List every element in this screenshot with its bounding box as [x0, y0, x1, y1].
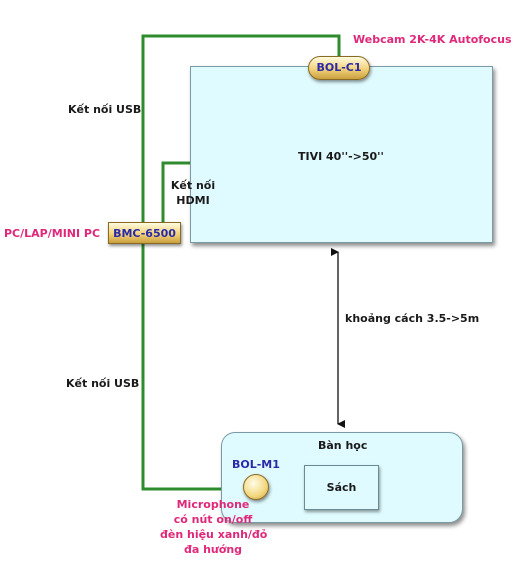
microphone-icon	[243, 474, 269, 500]
microphone-line3: đèn hiệu xanh/đỏ	[160, 528, 268, 541]
usb-wire-webcam	[141, 34, 341, 222]
usb-label-top: Kết nối USB	[68, 103, 142, 116]
usb-wire-microphone	[141, 244, 243, 491]
microphone-model: BOL-M1	[232, 458, 280, 471]
hdmi-label-line1: Kết nối	[170, 179, 216, 192]
usb-label-bottom: Kết nối USB	[66, 377, 140, 390]
hdmi-label-line2: HDMI	[176, 194, 210, 207]
pc-label: PC/LAP/MINI PC	[4, 227, 101, 240]
hdmi-wire	[161, 161, 190, 222]
webcam-model: BOL-C1	[316, 61, 362, 74]
book	[304, 465, 379, 510]
webcam-badge	[308, 56, 370, 80]
book-label: Sách	[326, 481, 357, 494]
microphone-line4: đa hướng	[183, 543, 243, 556]
pc-badge	[108, 222, 181, 244]
tv-label: TIVI 40''->50''	[298, 150, 384, 163]
tv-screen	[190, 66, 493, 243]
pc-model: BMC-6500	[113, 227, 176, 240]
desk-label: Bàn học	[318, 439, 368, 452]
microphone-line2: có nút on/off	[173, 513, 253, 526]
distance-label: khoảng cách 3.5->5m	[345, 312, 480, 325]
webcam-label: Webcam 2K-4K Autofocus	[353, 33, 512, 46]
microphone-line1: Microphone	[176, 498, 250, 511]
